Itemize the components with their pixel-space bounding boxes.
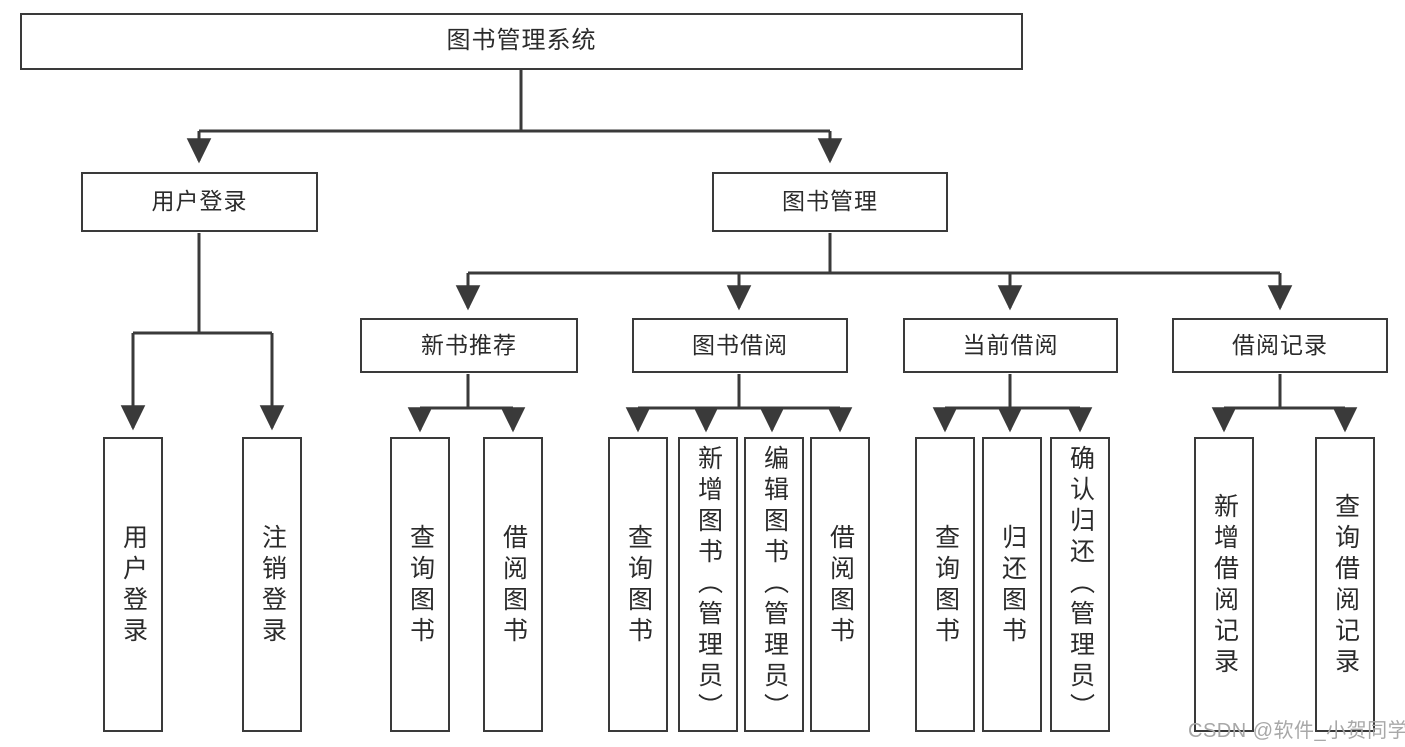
leaf-label: 注销登录 bbox=[258, 523, 287, 648]
leaf-book-borrow-borrow[interactable]: 借阅图书 bbox=[810, 437, 870, 732]
leaf-new-book-borrow[interactable]: 借阅图书 bbox=[483, 437, 543, 732]
leaf-book-borrow-edit[interactable]: 编辑图书（管理员） bbox=[744, 437, 804, 732]
watermark: CSDN @软件_小贺同学 bbox=[1188, 720, 1405, 742]
node-borrow-record[interactable]: 借阅记录 bbox=[1172, 318, 1388, 373]
node-book-borrow[interactable]: 图书借阅 bbox=[632, 318, 848, 373]
leaf-user-login-signin[interactable]: 用户登录 bbox=[103, 437, 163, 732]
leaf-label: 借阅图书 bbox=[499, 523, 528, 648]
leaf-label: 编辑图书（管理员） bbox=[760, 445, 789, 724]
node-label: 当前借阅 bbox=[962, 331, 1059, 358]
node-label: 图书借阅 bbox=[692, 331, 788, 358]
node-new-book-recommend[interactable]: 新书推荐 bbox=[360, 318, 578, 373]
node-label: 新书推荐 bbox=[421, 331, 517, 358]
node-user-login[interactable]: 用户登录 bbox=[81, 172, 318, 232]
leaf-new-book-query[interactable]: 查询图书 bbox=[390, 437, 450, 732]
leaf-current-borrow-confirm[interactable]: 确认归还（管理员） bbox=[1050, 437, 1110, 732]
node-current-borrow[interactable]: 当前借阅 bbox=[903, 318, 1118, 373]
node-label: 用户登录 bbox=[151, 188, 248, 215]
leaf-label: 新增借阅记录 bbox=[1210, 492, 1239, 679]
leaf-current-borrow-query[interactable]: 查询图书 bbox=[915, 437, 975, 732]
leaf-label: 借阅图书 bbox=[826, 523, 855, 648]
leaf-label: 查询借阅记录 bbox=[1331, 492, 1360, 679]
leaf-borrow-record-add[interactable]: 新增借阅记录 bbox=[1194, 437, 1254, 732]
leaf-book-borrow-query[interactable]: 查询图书 bbox=[608, 437, 668, 732]
node-label: 借阅记录 bbox=[1232, 331, 1328, 358]
node-book-management[interactable]: 图书管理 bbox=[712, 172, 948, 232]
node-root-system[interactable]: 图书管理系统 bbox=[20, 13, 1023, 70]
leaf-label: 用户登录 bbox=[119, 523, 148, 648]
leaf-label: 查询图书 bbox=[931, 523, 960, 648]
leaf-label: 新增图书（管理员） bbox=[694, 445, 723, 724]
node-label: 图书管理系统 bbox=[446, 27, 597, 55]
leaf-current-borrow-return[interactable]: 归还图书 bbox=[982, 437, 1042, 732]
leaf-label: 归还图书 bbox=[998, 523, 1027, 648]
leaf-borrow-record-query[interactable]: 查询借阅记录 bbox=[1315, 437, 1375, 732]
node-label: 图书管理 bbox=[782, 188, 878, 215]
leaf-user-login-signout[interactable]: 注销登录 bbox=[242, 437, 302, 732]
leaf-label: 查询图书 bbox=[406, 523, 435, 648]
leaf-label: 查询图书 bbox=[624, 523, 653, 648]
leaf-book-borrow-add[interactable]: 新增图书（管理员） bbox=[678, 437, 738, 732]
leaf-label: 确认归还（管理员） bbox=[1066, 445, 1095, 724]
